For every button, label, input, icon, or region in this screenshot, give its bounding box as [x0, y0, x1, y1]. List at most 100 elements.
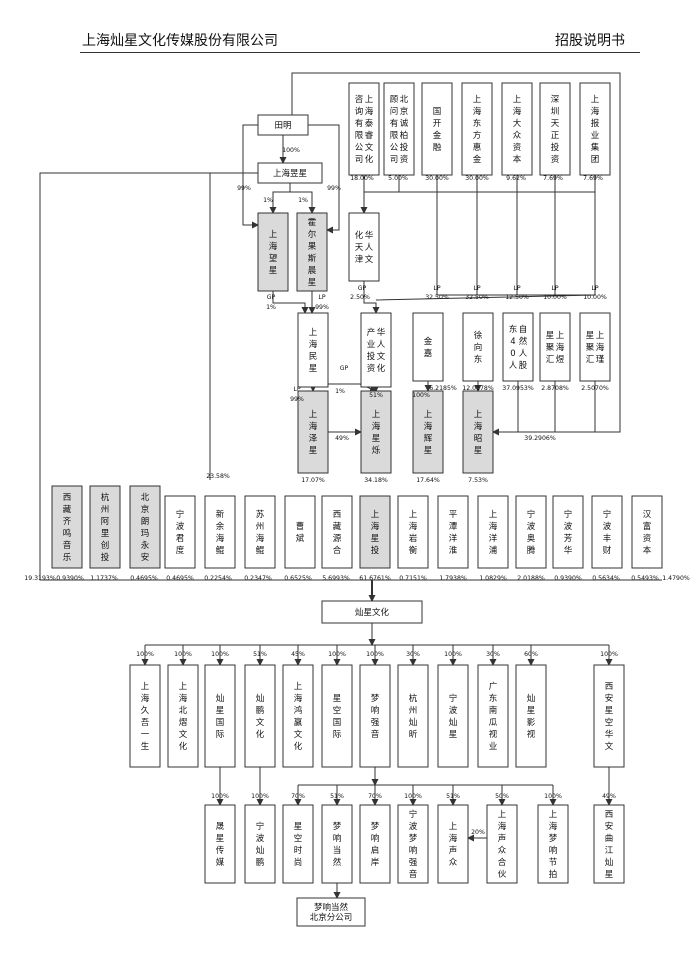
- svg-text:资: 资: [400, 154, 409, 165]
- svg-text:柏: 柏: [400, 130, 409, 141]
- svg-text:大: 大: [513, 118, 522, 129]
- svg-text:波: 波: [449, 705, 458, 716]
- svg-text:星: 星: [474, 446, 483, 456]
- svg-text:司: 司: [390, 155, 399, 165]
- svg-text:股: 股: [519, 361, 528, 371]
- pct-label-p99: 99%: [327, 185, 341, 192]
- svg-text:灿: 灿: [605, 857, 614, 868]
- svg-text:声: 声: [498, 833, 507, 844]
- svg-text:永: 永: [141, 540, 150, 551]
- svg-text:波: 波: [176, 521, 185, 532]
- pct-label-s30a: 30%: [406, 651, 420, 658]
- svg-text:梦: 梦: [549, 834, 558, 844]
- svg-text:海: 海: [498, 821, 507, 832]
- pct-label-p1pct: 1%: [335, 388, 345, 395]
- svg-text:海: 海: [596, 342, 605, 353]
- svg-text:宁: 宁: [449, 693, 458, 704]
- svg-text:文: 文: [256, 717, 265, 728]
- svg-text:节: 节: [549, 858, 558, 868]
- svg-text:岩: 岩: [409, 533, 418, 544]
- svg-text:海: 海: [473, 106, 482, 117]
- svg-text:岸: 岸: [371, 858, 380, 868]
- svg-text:响: 响: [371, 705, 380, 716]
- svg-text:睿: 睿: [365, 130, 374, 141]
- svg-text:辉: 辉: [424, 434, 433, 444]
- svg-text:上: 上: [309, 328, 318, 338]
- pct-label-lp: LP: [433, 285, 440, 292]
- svg-text:上: 上: [591, 95, 600, 105]
- svg-text:文: 文: [365, 142, 374, 153]
- svg-text:汉: 汉: [643, 510, 652, 520]
- svg-text:音: 音: [409, 869, 418, 880]
- svg-text:宁: 宁: [527, 509, 536, 520]
- svg-text:团: 团: [591, 155, 600, 165]
- svg-text:上海昱星: 上海昱星: [273, 168, 307, 179]
- svg-text:赢: 赢: [294, 717, 303, 728]
- svg-text:上: 上: [309, 410, 318, 420]
- pct-label-v10829: 1.0829%: [479, 575, 507, 582]
- svg-text:司: 司: [355, 155, 364, 165]
- svg-text:惠: 惠: [473, 142, 482, 153]
- svg-text:海: 海: [365, 106, 374, 117]
- svg-text:4: 4: [510, 337, 515, 347]
- svg-text:然: 然: [519, 336, 528, 347]
- svg-text:潭: 潭: [449, 522, 458, 532]
- svg-text:资: 资: [367, 363, 376, 374]
- svg-text:安: 安: [141, 552, 150, 563]
- svg-text:南: 南: [489, 705, 498, 716]
- svg-text:望: 望: [269, 253, 278, 264]
- svg-text:海: 海: [474, 421, 483, 432]
- pct-label-v370953: 37.0953%: [502, 385, 534, 392]
- svg-text:上: 上: [473, 95, 482, 105]
- svg-text:阿: 阿: [101, 517, 110, 527]
- svg-text:东: 东: [489, 693, 498, 704]
- svg-text:灿: 灿: [527, 693, 536, 704]
- svg-text:问: 问: [390, 107, 399, 117]
- svg-text:投: 投: [400, 142, 409, 153]
- svg-text:朗: 朗: [141, 516, 150, 527]
- svg-text:徐: 徐: [474, 330, 483, 341]
- svg-text:空: 空: [605, 717, 614, 728]
- pct-label-v3000b: 30.00%: [465, 175, 489, 182]
- pct-label-v05493: 0.5493%: [631, 575, 659, 582]
- svg-text:海: 海: [591, 106, 600, 117]
- svg-text:烁: 烁: [372, 445, 381, 456]
- svg-text:产: 产: [367, 327, 376, 338]
- svg-text:里: 里: [101, 529, 110, 539]
- pct-label-p99: 99%: [315, 304, 329, 311]
- pct-label-v616761: 61.6761%: [359, 575, 391, 582]
- svg-text:江: 江: [605, 846, 614, 856]
- svg-text:响: 响: [549, 845, 558, 856]
- svg-text:北: 北: [400, 95, 409, 105]
- svg-text:化: 化: [294, 741, 303, 752]
- pct-label-v09390a: 0.9390%: [56, 575, 84, 582]
- node-xuxiangdong: 徐向东: [462, 312, 494, 382]
- svg-text:华: 华: [365, 230, 374, 241]
- svg-text:乐: 乐: [63, 552, 72, 563]
- pct-label-s51: 51%: [446, 793, 460, 800]
- svg-text:融: 融: [433, 142, 442, 153]
- svg-text:星: 星: [269, 266, 278, 276]
- svg-text:上: 上: [269, 230, 278, 240]
- svg-text:音: 音: [371, 729, 380, 740]
- svg-text:文: 文: [179, 729, 188, 740]
- svg-text:上: 上: [294, 682, 303, 692]
- svg-text:向: 向: [474, 342, 483, 353]
- pct-label-v3250a: 32.50%: [425, 294, 449, 301]
- svg-text:圳: 圳: [551, 106, 560, 117]
- svg-text:集: 集: [591, 142, 600, 153]
- svg-text:灿: 灿: [449, 717, 458, 728]
- svg-text:诚: 诚: [400, 118, 409, 129]
- svg-text:曹: 曹: [296, 521, 305, 532]
- pct-label-v20188: 2.0188%: [517, 575, 545, 582]
- svg-text:奥: 奥: [527, 533, 536, 544]
- svg-text:西: 西: [333, 510, 342, 520]
